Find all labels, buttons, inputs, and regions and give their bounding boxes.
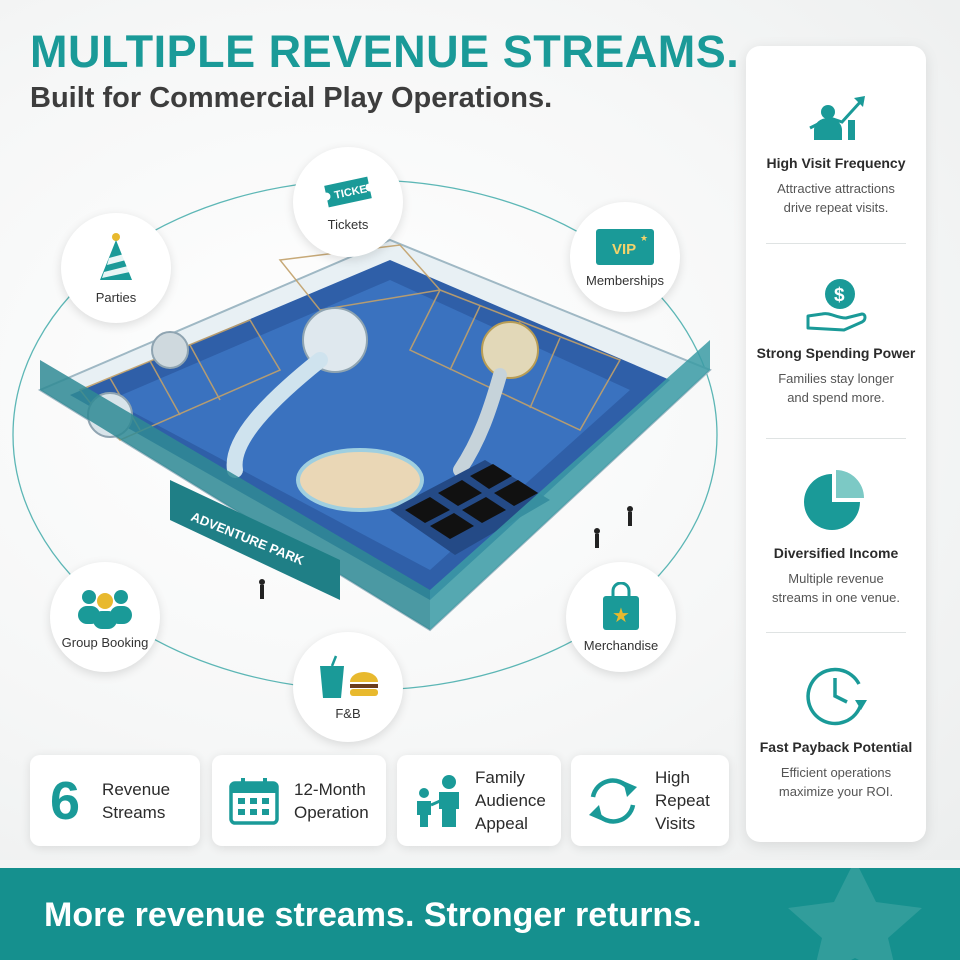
money-hand-icon: $ bbox=[806, 279, 867, 332]
pie-chart-icon bbox=[804, 470, 864, 530]
benefit-strong-spending-power: $ Strong Spending Power Families stay lo… bbox=[746, 274, 926, 407]
stream-label: Merchandise bbox=[583, 637, 659, 653]
svg-text:★: ★ bbox=[640, 234, 648, 244]
footer-banner: More revenue streams. Stronger returns. bbox=[0, 868, 960, 960]
stream-label: Memberships bbox=[585, 272, 665, 288]
party-hat-icon bbox=[100, 232, 132, 280]
shopping-bag-icon: ★ bbox=[603, 581, 639, 630]
repeat-arrows-icon bbox=[589, 777, 637, 824]
benefit-title: Fast Payback Potential bbox=[759, 739, 913, 755]
benefit-title: Strong Spending Power bbox=[756, 345, 916, 361]
divider bbox=[766, 243, 906, 244]
svg-text:★: ★ bbox=[612, 603, 630, 627]
divider bbox=[766, 438, 906, 439]
svg-text:VIP: VIP bbox=[612, 241, 636, 258]
footer-tagline: More revenue streams. Stronger returns. bbox=[44, 896, 702, 934]
family-icon bbox=[417, 774, 459, 827]
stream-label: Tickets bbox=[327, 216, 369, 232]
stream-parties: Parties bbox=[61, 213, 171, 323]
growth-chart-icon bbox=[809, 96, 865, 140]
park-illustration: ADVENTURE PARK bbox=[37, 238, 712, 632]
group-icon bbox=[78, 589, 132, 629]
benefits-panel: High Visit Frequency Attractive attracti… bbox=[746, 46, 926, 842]
benefit-title: High Visit Frequency bbox=[766, 155, 906, 171]
stream-memberships: VIP ★ Memberships bbox=[570, 202, 680, 312]
drink-burger-icon bbox=[320, 655, 378, 698]
page-title: MULTIPLE REVENUE STREAMS. bbox=[30, 26, 740, 77]
stream-label: F&B bbox=[335, 705, 361, 721]
ticket-icon: TICKET bbox=[324, 176, 375, 207]
benefit-title: Diversified Income bbox=[773, 545, 899, 561]
divider bbox=[766, 632, 906, 633]
benefit-fast-payback: Fast Payback Potential Efficient operati… bbox=[746, 660, 926, 801]
calendar-icon bbox=[229, 777, 279, 825]
stream-merchandise: ★ Merchandise bbox=[566, 562, 676, 672]
stream-group-booking: Group Booking bbox=[50, 562, 160, 672]
benefit-high-visit-frequency: High Visit Frequency Attractive attracti… bbox=[746, 92, 926, 217]
stream-label: Parties bbox=[95, 289, 137, 305]
vip-card-icon: VIP ★ bbox=[596, 228, 654, 265]
page-subtitle: Built for Commercial Play Operations. bbox=[30, 82, 553, 114]
stat-value: 6 bbox=[50, 770, 81, 831]
star-decoration-icon bbox=[788, 868, 922, 960]
stream-label: Group Booking bbox=[61, 634, 149, 650]
stream-fnb: F&B bbox=[293, 632, 403, 742]
clock-arrow-icon bbox=[806, 667, 867, 726]
svg-text:$: $ bbox=[834, 285, 845, 306]
stream-tickets: TICKET Tickets bbox=[293, 147, 403, 257]
